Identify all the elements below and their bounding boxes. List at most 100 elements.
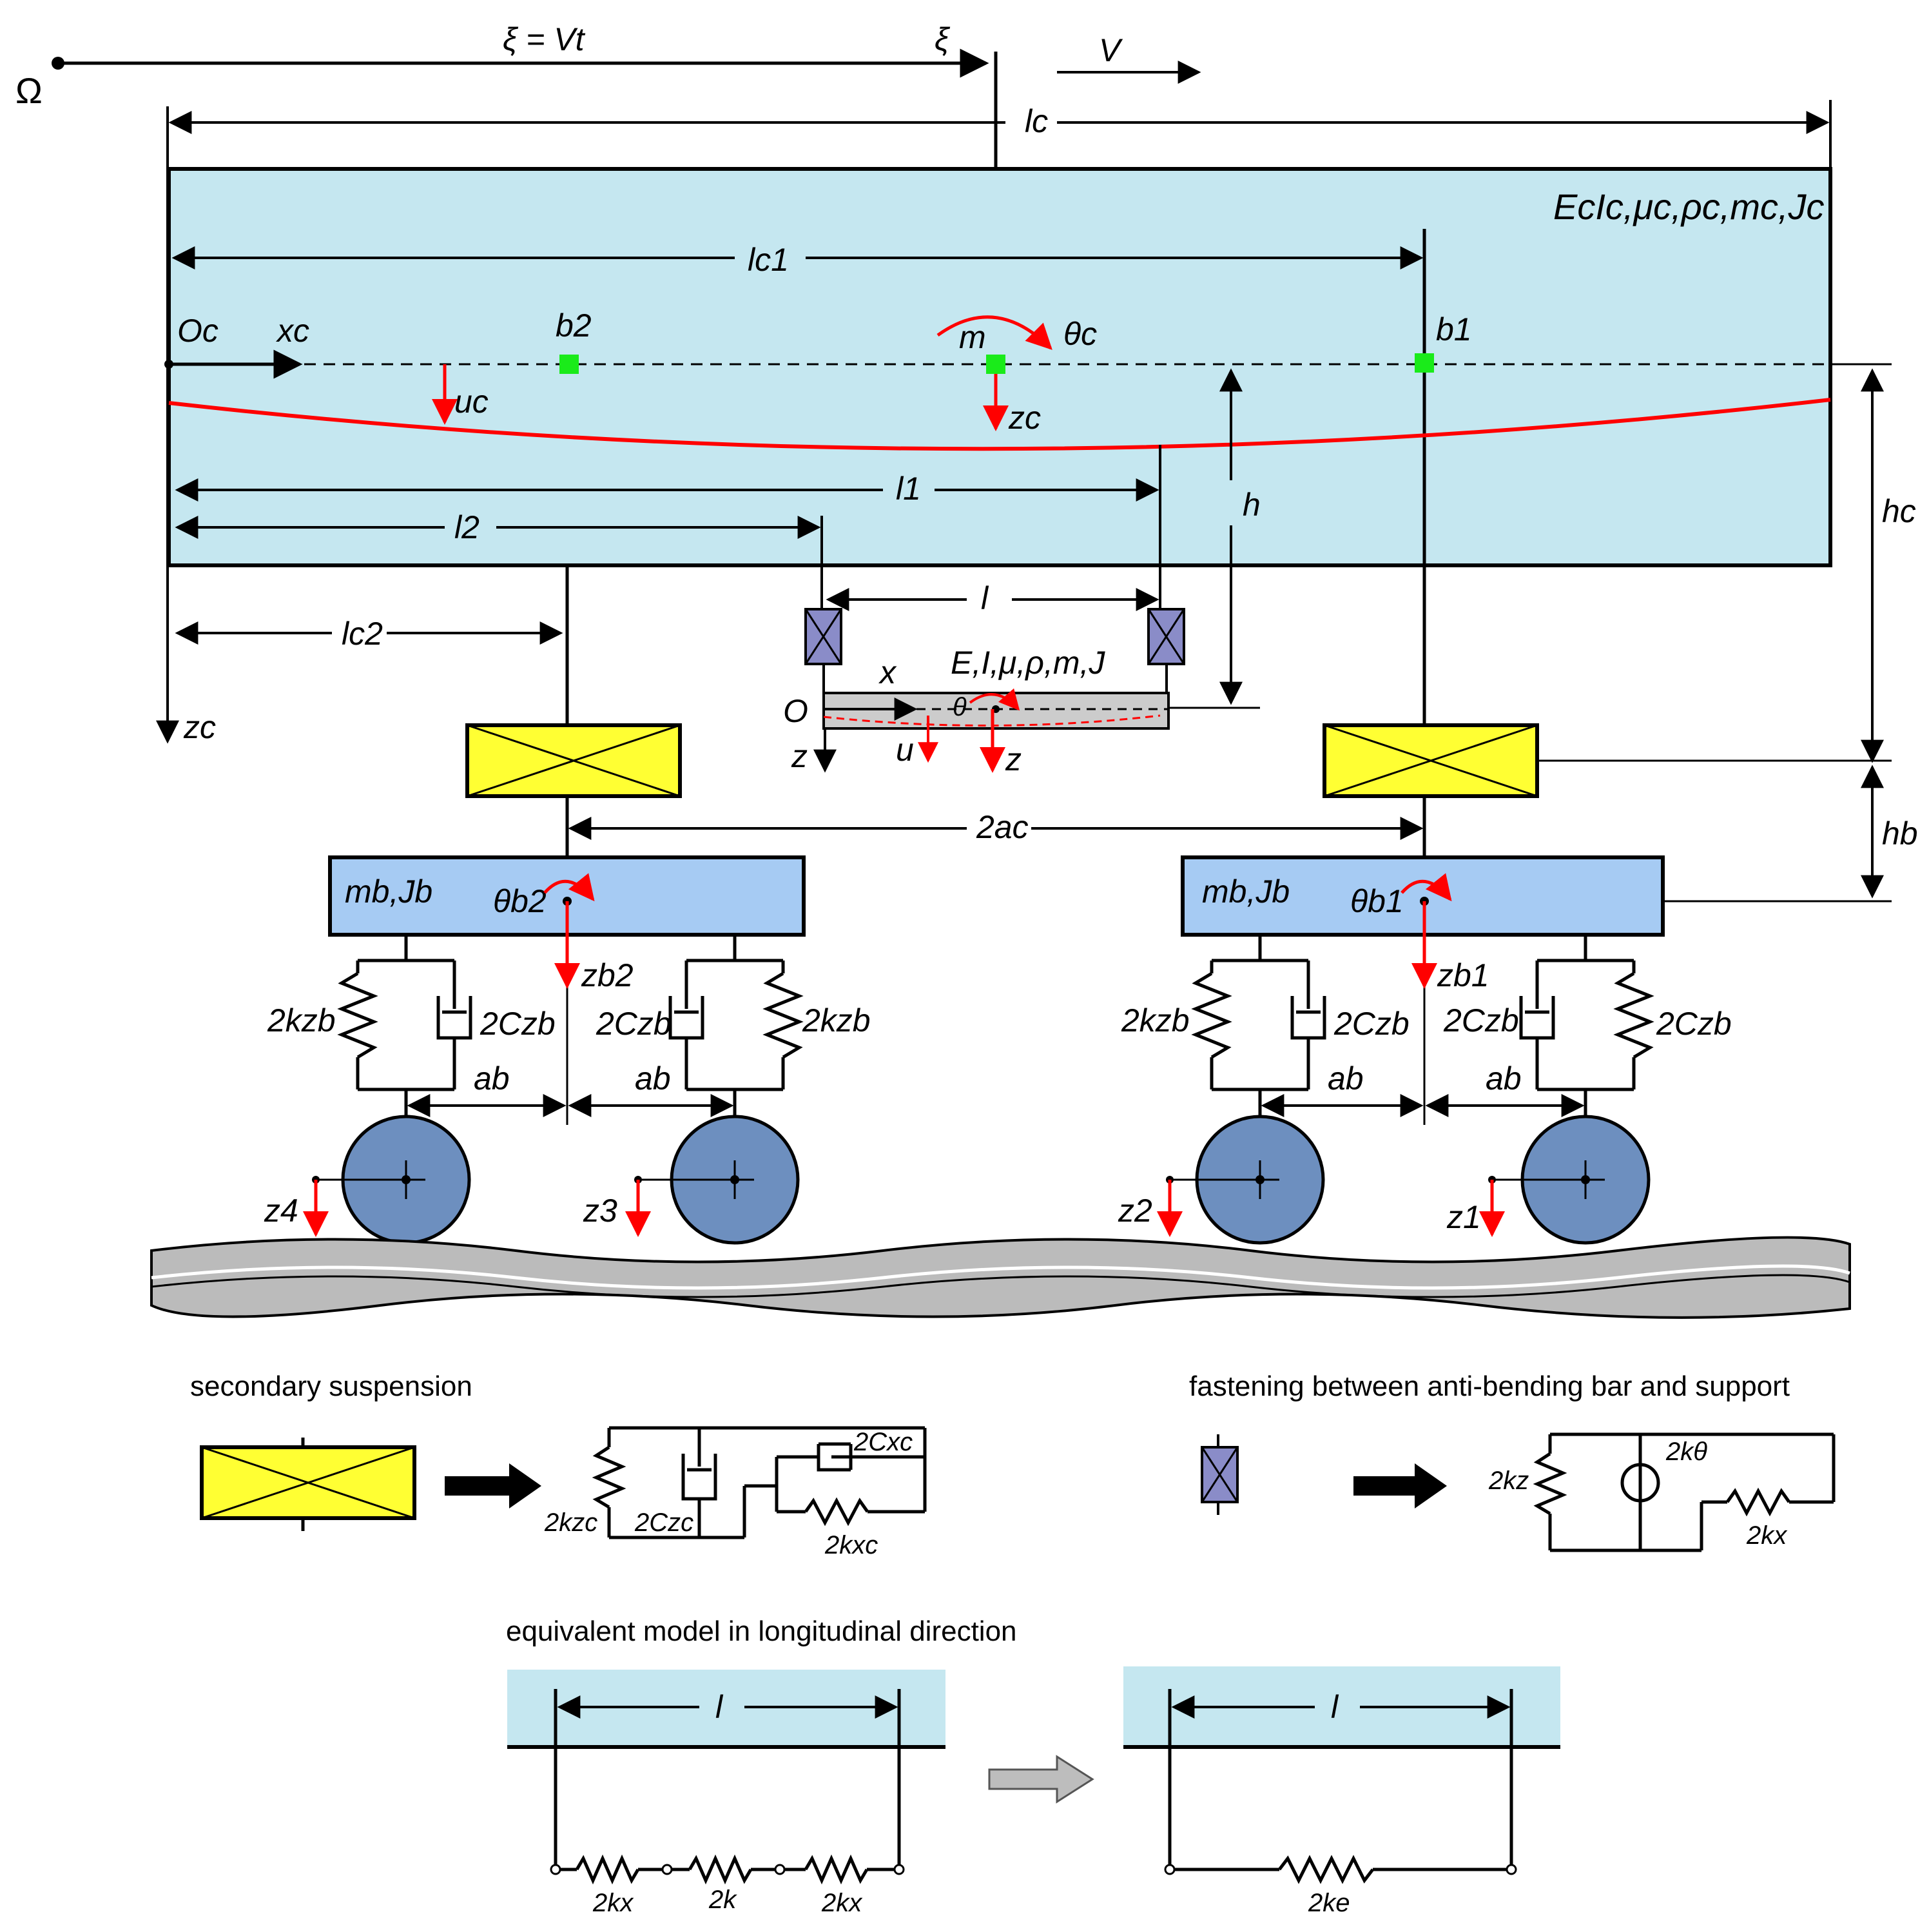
theta-b1-rotation bbox=[1401, 873, 1452, 902]
velocity-label: V bbox=[1099, 32, 1123, 68]
rail bbox=[150, 1236, 1851, 1319]
primary-suspension-2 bbox=[668, 935, 804, 1128]
fastening-caption: fastening between anti-bending bar and s… bbox=[1189, 1371, 1790, 1402]
ab-label-4: ab bbox=[1486, 1060, 1522, 1097]
k-xc-label: 2kxc bbox=[824, 1531, 878, 1559]
lc-label: lc bbox=[1025, 103, 1048, 139]
xi-label: ξ bbox=[935, 21, 951, 57]
wheel-1 bbox=[1479, 1115, 1651, 1245]
ab-label-1: ab bbox=[474, 1060, 510, 1097]
bar-properties-label: E,I,μ,ρ,m,J bbox=[951, 645, 1105, 681]
c-xc-label: 2Cxc bbox=[853, 1428, 913, 1456]
l-eq-right-label: l bbox=[1331, 1689, 1339, 1725]
xi-vt-label: ξ = Vt bbox=[503, 21, 586, 57]
k-zb-label-2: 2kzb bbox=[802, 1002, 871, 1039]
hc-label: hc bbox=[1882, 493, 1916, 529]
equivalent-model-right bbox=[1123, 1666, 1560, 1884]
lc1-dimension bbox=[171, 229, 1426, 728]
fastening-model bbox=[1533, 1432, 1836, 1552]
fastener-left bbox=[804, 608, 842, 665]
wheel-2 bbox=[1157, 1115, 1325, 1245]
secondary-suspension-symbol bbox=[200, 1438, 416, 1531]
bogie-right-props: mb,Jb bbox=[1202, 873, 1290, 910]
b1-label: b1 bbox=[1436, 311, 1472, 347]
k-theta-label: 2kθ bbox=[1665, 1438, 1707, 1466]
c-zb-label-4: 2Czb bbox=[1443, 1002, 1519, 1039]
theta-b2-rotation bbox=[543, 873, 595, 902]
secondary-suspension-right bbox=[1323, 723, 1539, 798]
xc-label: xc bbox=[276, 313, 309, 349]
theta-rotation-arrow bbox=[969, 688, 1020, 711]
o-label: O bbox=[783, 693, 808, 729]
z2-label: z2 bbox=[1118, 1193, 1152, 1229]
ab-label-3: ab bbox=[1328, 1060, 1364, 1097]
wheel-4 bbox=[303, 1115, 471, 1245]
m-label: m bbox=[959, 319, 986, 355]
b2-label: b2 bbox=[556, 307, 592, 344]
secondary-suspension-arrow bbox=[445, 1463, 541, 1508]
z1-label: z1 bbox=[1446, 1199, 1481, 1235]
h-label: h bbox=[1243, 487, 1261, 523]
primary-suspension-4 bbox=[1519, 935, 1654, 1128]
oc-label: Oc bbox=[177, 313, 218, 349]
k-zb-label-3: 2kzb bbox=[1121, 1002, 1190, 1039]
b1-marker bbox=[1415, 353, 1434, 373]
ab-label-2: ab bbox=[635, 1060, 671, 1097]
theta-label: θ bbox=[953, 693, 967, 721]
c-zb-label-1: 2Czb bbox=[480, 1006, 556, 1042]
wheel-3 bbox=[625, 1115, 800, 1245]
equivalence-arrow bbox=[988, 1755, 1094, 1804]
hc-hb-dimension bbox=[1534, 368, 1892, 903]
fastening-arrow bbox=[1353, 1463, 1447, 1508]
x-label: x bbox=[878, 654, 897, 690]
z4-label: z4 bbox=[264, 1193, 298, 1229]
theta-c-rotation-arrow bbox=[936, 315, 1052, 350]
primary-suspension-1 bbox=[337, 935, 472, 1128]
k-z-label: 2kz bbox=[1488, 1467, 1529, 1495]
fastener-symbol bbox=[1201, 1434, 1239, 1515]
c-zb-label-5: 2Czb bbox=[1656, 1006, 1732, 1042]
mass-center-marker bbox=[986, 355, 1005, 374]
l-eq-left-label: l bbox=[715, 1689, 724, 1725]
k-x-fastening-label: 2kx bbox=[1746, 1521, 1788, 1550]
l-label: l bbox=[981, 580, 989, 616]
c-zb-label-2: 2Czb bbox=[596, 1006, 672, 1042]
l1-label: l1 bbox=[896, 471, 921, 507]
fastener-right bbox=[1147, 608, 1185, 665]
lc1-label: lc1 bbox=[748, 242, 789, 278]
zb1-label: zb1 bbox=[1437, 957, 1489, 993]
u-label: u bbox=[896, 732, 914, 768]
k-zc-label: 2kzc bbox=[544, 1508, 597, 1537]
bogie-left-props: mb,Jb bbox=[345, 873, 432, 910]
zb2-label: zb2 bbox=[581, 957, 634, 993]
lc2-label: lc2 bbox=[342, 616, 383, 652]
b2-marker bbox=[559, 355, 579, 374]
c-zc-label: 2Czc bbox=[634, 1508, 693, 1537]
c-zb-label-3: 2Czb bbox=[1333, 1006, 1410, 1042]
secondary-suspension-caption: secondary suspension bbox=[190, 1371, 472, 1402]
k-zb-label-1: 2kzb bbox=[267, 1002, 336, 1039]
equivalent-model-left bbox=[507, 1670, 945, 1885]
2ac-label: 2ac bbox=[976, 809, 1029, 845]
secondary-suspension-model bbox=[592, 1426, 927, 1539]
primary-suspension-3 bbox=[1191, 935, 1326, 1128]
theta-b1-label: θb1 bbox=[1350, 883, 1404, 919]
theta-b2-label: θb2 bbox=[493, 883, 547, 919]
ke-label: 2ke bbox=[1308, 1889, 1350, 1917]
z-mid-label: z bbox=[1005, 741, 1022, 777]
zc-mid-label: zc bbox=[1008, 400, 1041, 436]
car-deflection-curve bbox=[168, 398, 1831, 451]
equivalent-model-caption: equivalent model in longitudinal directi… bbox=[506, 1615, 1017, 1647]
theta-c-label: θc bbox=[1063, 316, 1097, 352]
z3-label: z3 bbox=[583, 1193, 617, 1229]
l2-label: l2 bbox=[454, 509, 480, 545]
k-mid-label: 2k bbox=[708, 1886, 737, 1914]
uc-label: uc bbox=[454, 384, 489, 420]
z-left-label: z bbox=[791, 738, 808, 774]
h-dimension bbox=[1167, 368, 1260, 709]
car-properties-label: EcIc,μc,ρc,mc,Jc bbox=[1553, 186, 1825, 227]
omega-label: Ω bbox=[15, 70, 43, 111]
kx-b-label: 2kx bbox=[821, 1889, 863, 1917]
anti-bending-bar bbox=[822, 692, 1170, 730]
